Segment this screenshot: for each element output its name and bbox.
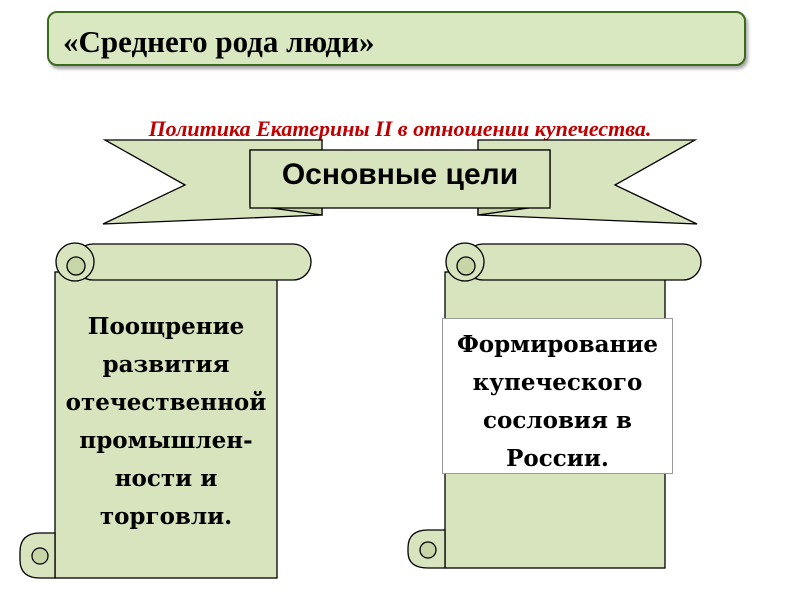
left-scroll: [19, 242, 312, 579]
left-scroll-line: отечественной: [65, 389, 267, 416]
right-scroll-line: купеческого: [472, 369, 643, 396]
right-scroll-line: России.: [506, 445, 609, 472]
slide-title: «Среднего рода люди»: [63, 24, 375, 59]
right-scroll-line: сословия в: [483, 407, 632, 434]
ribbon-banner: [102, 139, 698, 225]
slide-subtitle: Политика Екатерины II в отношении купече…: [148, 116, 652, 141]
left-scroll-line: торговли.: [99, 503, 233, 530]
left-scroll-line: промышлен-: [79, 427, 253, 454]
right-scroll-text: Формирование купеческого сословия в Росс…: [442, 326, 673, 478]
left-scroll-line: Поощрение: [87, 313, 245, 340]
right-scroll-line: Формирование: [456, 331, 659, 358]
left-scroll-text: Поощрение развития отечественной промышл…: [55, 308, 277, 536]
left-scroll-line: развития: [102, 351, 230, 378]
right-scroll-text-box: [442, 318, 673, 474]
ribbon-label: Основные цели: [281, 158, 519, 191]
title-box: «Среднего рода люди»: [47, 11, 746, 66]
left-scroll-line: ности и: [114, 465, 218, 492]
